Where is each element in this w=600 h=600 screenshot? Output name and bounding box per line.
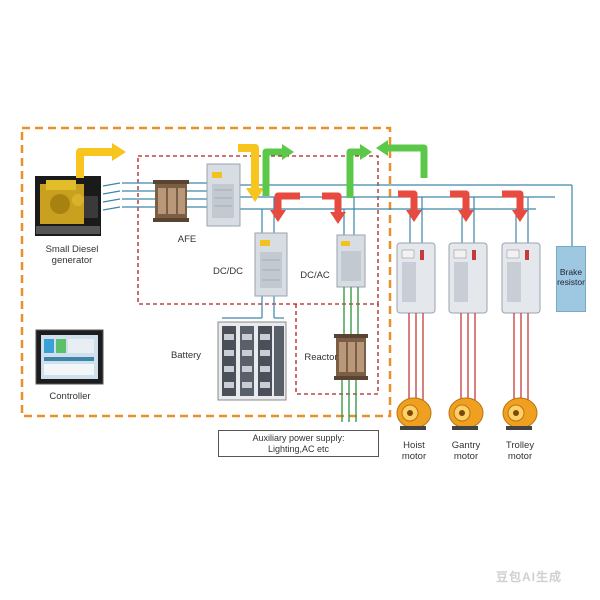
controller-image [35, 329, 104, 385]
dcac-label: DC/AC [300, 270, 330, 281]
afe-transformer-image [153, 180, 189, 222]
hoist-drive-image [396, 242, 436, 314]
generator-label-line2: generator [51, 255, 93, 266]
generator-label: Small Diesel generator [38, 244, 106, 266]
dcac-reactor-wires [341, 287, 359, 422]
gantry-label-line1: Gantry [451, 440, 481, 451]
gantry-motor-label: Gantry motor [446, 440, 486, 462]
hoist-motor-label: Hoist motor [394, 440, 434, 462]
trolley-motor-image [502, 397, 538, 430]
hoist-motor-image [396, 397, 432, 430]
arrow-green-dcac [346, 144, 372, 198]
trolley-motor-label: Trolley motor [500, 440, 540, 462]
trolley-label-line1: Trolley [505, 440, 535, 451]
dcdc-cabinet-image [254, 232, 288, 297]
arrow-red-trolley [502, 190, 528, 222]
brake-label-line2: resistor [557, 277, 585, 287]
hoist-label-line1: Hoist [403, 440, 425, 451]
arrow-green-return [376, 140, 428, 178]
diesel-generator-image [35, 176, 101, 236]
brake-resistor: Brake resistor [556, 246, 586, 312]
generator-wires [102, 182, 121, 211]
arrow-yellow-generator [76, 143, 126, 178]
gantry-label-line2: motor [453, 451, 479, 462]
brake-label-line1: Brake [559, 267, 583, 277]
gantry-motor-image [448, 397, 484, 430]
aux-label-line1: Auxiliary power supply: [252, 433, 345, 443]
afe-cabinet-image [206, 163, 241, 227]
motor-wires [408, 313, 529, 400]
arrow-green-dcdc [262, 144, 294, 196]
arrow-red-hoist [398, 190, 422, 222]
trolley-label-line2: motor [507, 451, 533, 462]
dcdc-label: DC/DC [212, 266, 244, 277]
arrow-red-dcac [322, 192, 346, 224]
arrow-yellow-afe [238, 144, 264, 202]
auxiliary-power-box: Auxiliary power supply: Lighting,AC etc [218, 430, 379, 457]
watermark: 豆包AI生成 [496, 570, 563, 584]
controller-label: Controller [49, 391, 91, 402]
trolley-drive-image [501, 242, 541, 314]
battery-label: Battery [170, 350, 202, 361]
reactor-label: Reactor [304, 352, 338, 363]
arrow-red-dcdc [270, 192, 300, 222]
reactor-dashed-boundary [295, 304, 379, 395]
outer-dashed-boundary [20, 126, 392, 418]
generator-label-line1: Small Diesel [45, 244, 99, 255]
reactor-image [334, 334, 368, 380]
afe-label: AFE [177, 234, 197, 245]
battery-racks-image [217, 321, 287, 401]
gantry-drive-image [448, 242, 488, 314]
dcac-cabinet-image [336, 234, 366, 288]
arrow-red-gantry [450, 190, 474, 222]
hoist-label-line2: motor [401, 451, 427, 462]
aux-label-line2: Lighting,AC etc [267, 444, 330, 454]
